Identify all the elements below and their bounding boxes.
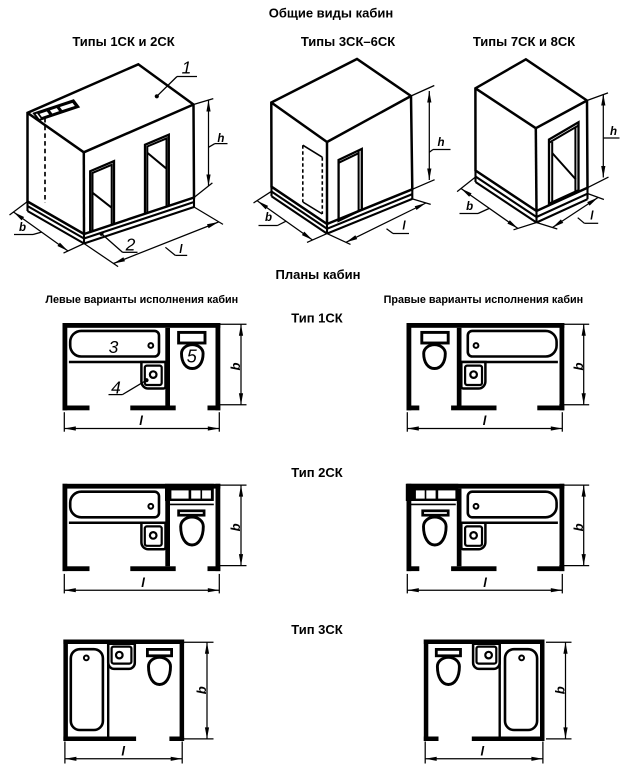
svg-text:l: l [139, 413, 143, 428]
svg-text:b: b [228, 523, 243, 531]
svg-text:4: 4 [111, 378, 121, 398]
svg-text:Типы 1СК и 2СК: Типы 1СК и 2СК [72, 34, 174, 49]
svg-text:b: b [466, 201, 473, 213]
svg-text:3: 3 [109, 337, 119, 357]
svg-text:1: 1 [182, 58, 192, 78]
svg-text:Тип 1СК: Тип 1СК [291, 311, 343, 326]
svg-text:l: l [179, 244, 183, 256]
svg-text:h: h [437, 137, 444, 149]
svg-text:5: 5 [187, 347, 198, 367]
svg-text:b: b [194, 686, 209, 694]
svg-text:2: 2 [125, 235, 136, 255]
svg-text:b: b [19, 222, 26, 234]
svg-text:Типы 7СК и 8СК: Типы 7СК и 8СК [473, 34, 575, 49]
svg-text:h: h [217, 133, 224, 145]
svg-text:Тип 2СК: Тип 2СК [291, 465, 343, 480]
svg-text:b: b [265, 212, 272, 224]
svg-text:b: b [571, 362, 586, 370]
svg-text:l: l [480, 744, 484, 759]
svg-text:l: l [121, 744, 125, 759]
svg-text:l: l [483, 413, 487, 428]
svg-text:b: b [553, 686, 568, 694]
svg-text:Правые варианты исполнения каб: Правые варианты исполнения кабин [384, 294, 584, 306]
svg-text:l: l [483, 575, 487, 590]
svg-text:Тип 3СК: Тип 3СК [291, 622, 343, 637]
svg-text:b: b [571, 523, 586, 531]
svg-text:Общие виды кабин: Общие виды кабин [269, 6, 394, 21]
svg-text:l: l [402, 221, 406, 233]
svg-text:b: b [228, 362, 243, 370]
svg-text:h: h [610, 126, 617, 138]
svg-text:l: l [141, 575, 145, 590]
svg-text:Типы 3СК–6СК: Типы 3СК–6СК [301, 34, 395, 49]
svg-text:Левые варианты исполнения каби: Левые варианты исполнения кабин [45, 294, 238, 306]
svg-text:Планы кабин: Планы кабин [275, 267, 360, 282]
svg-text:l: l [590, 211, 594, 223]
